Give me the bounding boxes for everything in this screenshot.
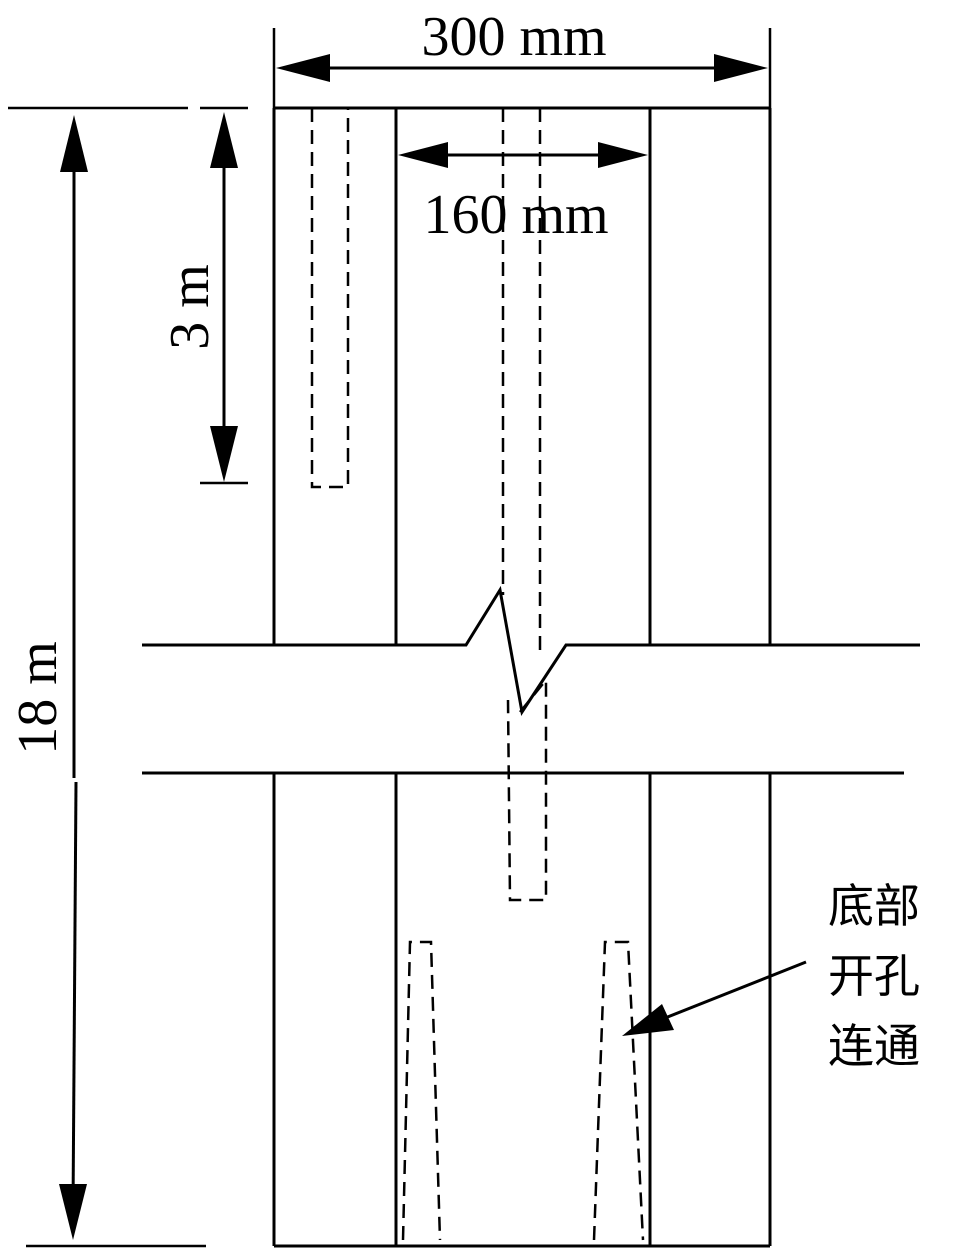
top-depth-arrow (200, 112, 248, 485)
annotation-label: 底部 开孔 连通 (828, 879, 920, 1073)
annotation-line-1: 底部 (828, 879, 920, 933)
pile-upper-section (272, 106, 772, 645)
top-depth-label: 3 m (159, 264, 221, 350)
inner-width-arrow (398, 142, 648, 168)
break-line (142, 585, 920, 775)
bottom-opening-left (401, 940, 442, 1241)
annotation-line-2: 开孔 (828, 949, 920, 1003)
short-dashed-tube (310, 108, 350, 489)
outer-width-arrow (276, 54, 768, 82)
annotation-line-3: 连通 (828, 1019, 920, 1073)
total-length-arrow (59, 115, 88, 1240)
total-length-label: 18 m (7, 641, 69, 755)
inner-width-label: 160 mm (423, 184, 608, 246)
pile-lower-section (272, 773, 772, 1248)
bottom-opening-right (592, 940, 645, 1241)
annotation-arrow (622, 960, 807, 1036)
outer-width-label: 300 mm (421, 6, 606, 68)
